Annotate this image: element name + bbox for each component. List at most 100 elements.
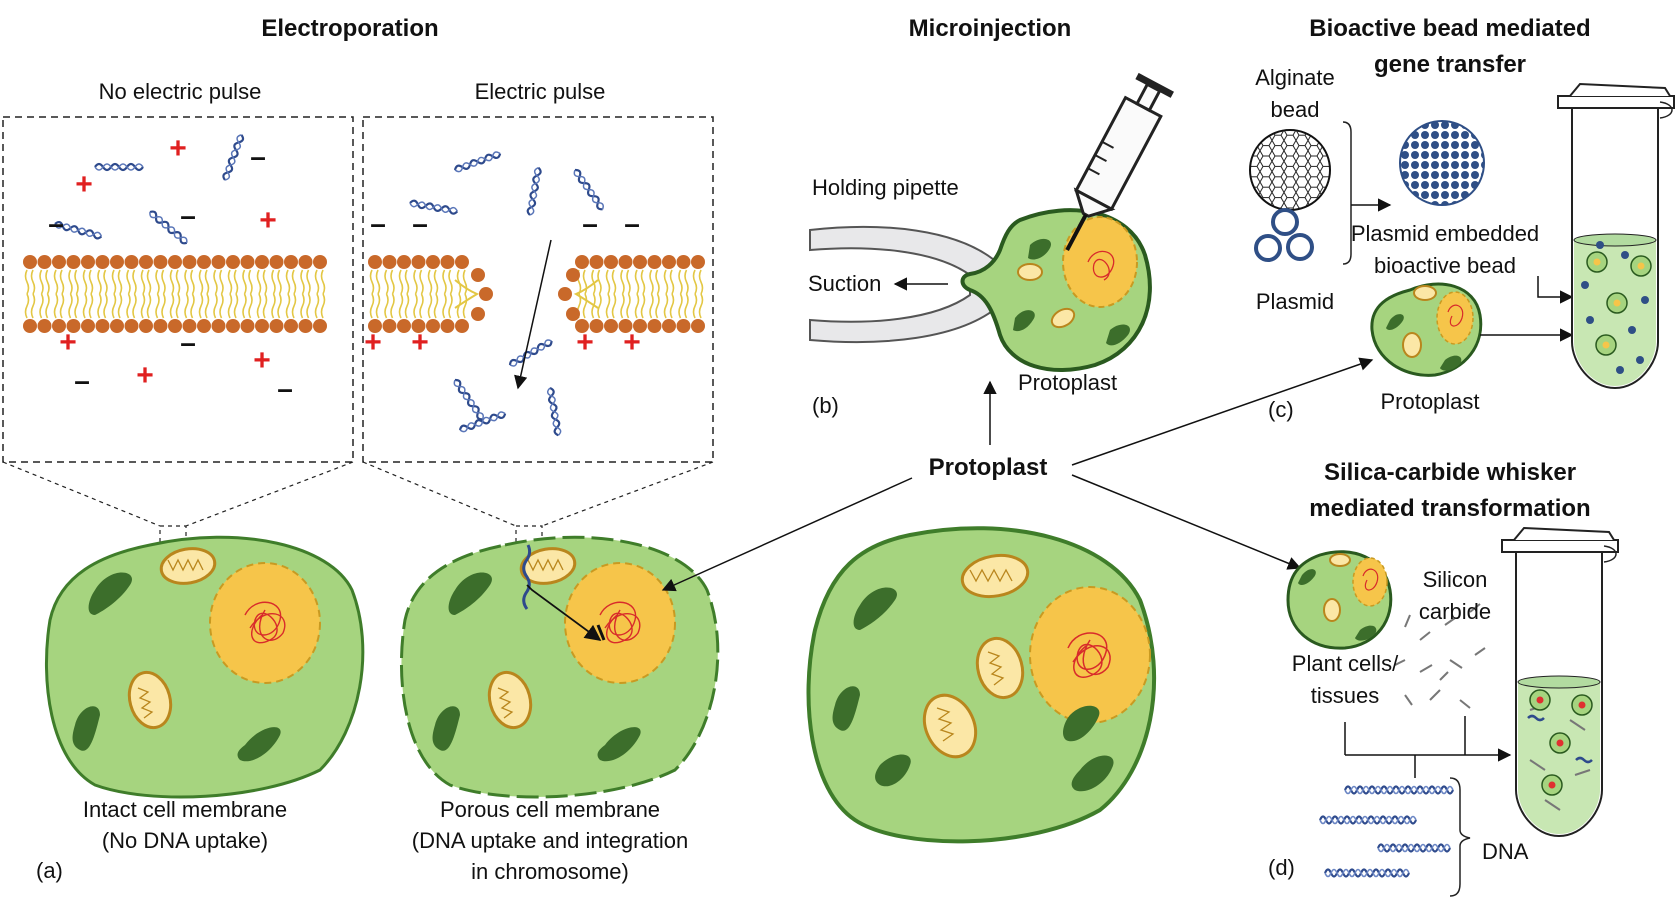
dna-fragment: [222, 134, 245, 181]
charge-signs: +–+––++––++–––––++++: [48, 132, 641, 404]
negative-charge: –: [624, 208, 640, 239]
alginate-label-1: Alginate: [1255, 65, 1335, 90]
test-tube-1: [1557, 82, 1675, 390]
whisker: [1419, 664, 1433, 673]
dna-fragment: [526, 166, 542, 216]
central-protoplast: [806, 526, 1157, 844]
dna-fragment: [508, 339, 553, 367]
negative-charge: –: [250, 141, 266, 172]
syringe-icon: [1065, 72, 1174, 251]
no-pulse-label: No electric pulse: [98, 79, 262, 104]
microinjection-protoplast-label: Protoplast: [1018, 370, 1118, 395]
dna-fragment: [573, 168, 604, 211]
center-protoplast-label: Protoplast: [928, 454, 1048, 481]
bead-bracket: [1342, 121, 1352, 265]
whisker-connectors: [1344, 716, 1512, 778]
pulse-box: [362, 116, 714, 463]
dna-helix: [1318, 815, 1418, 825]
chromatin: [244, 601, 286, 644]
positive-charge: +: [259, 204, 277, 237]
negative-charge: –: [370, 208, 386, 239]
positive-charge: +: [136, 359, 154, 392]
dna-fragments: [54, 134, 604, 437]
microinjection-title: Microinjection: [908, 15, 1072, 42]
intact-caption-1: Intact cell membrane: [82, 797, 288, 822]
mitochondrion: [487, 670, 533, 730]
whisker: [1404, 694, 1413, 706]
positive-charge: +: [411, 326, 429, 359]
test-tube-2: [1501, 526, 1619, 838]
embedded-label-1: Plasmid embedded: [1350, 221, 1540, 246]
panel-label-b: (b): [812, 393, 839, 418]
embedded-label-2: bioactive bead: [1374, 253, 1516, 278]
positive-charge: +: [169, 132, 187, 165]
bead-title-2: gene transfer: [1373, 51, 1527, 78]
porous-caption-2: (DNA uptake and integration: [411, 828, 689, 853]
dna-helix: [1376, 843, 1452, 853]
whisker: [1459, 699, 1471, 709]
silicon-label-1: Silicon: [1422, 567, 1488, 592]
dna-bracket: [1449, 777, 1471, 897]
dna-fragment: [149, 210, 188, 245]
whisker: [1429, 689, 1441, 701]
whisker: [1419, 631, 1431, 641]
dna-fragment: [409, 199, 459, 215]
suction-label: Suction: [808, 271, 882, 296]
dna-label: DNA: [1482, 839, 1529, 864]
positive-charge: +: [623, 326, 641, 359]
positive-charge: +: [576, 326, 594, 359]
mitochondrion: [519, 547, 577, 585]
whisker: [1439, 671, 1449, 681]
entering-dna: [522, 544, 532, 610]
dna-fragment: [453, 151, 502, 173]
negative-charge: –: [412, 208, 428, 239]
silicon-label-2: carbide: [1418, 599, 1492, 624]
porous-cell: [399, 535, 720, 799]
mitochondrion: [159, 547, 217, 585]
whisker-title-1: Silica-carbide whisker: [1323, 459, 1577, 486]
whisker: [1404, 614, 1411, 628]
chloroplast: [88, 572, 132, 615]
porous-caption-3: in chromosome): [471, 859, 629, 884]
plasmid-embedded-bead: [1399, 120, 1485, 206]
bead-to-tube-arrow: [1537, 276, 1574, 304]
dna-helix: [1323, 868, 1411, 878]
central-arrows: [661, 357, 1374, 592]
panel-label-a: (a): [36, 858, 63, 883]
whisker-protoplast: [1286, 550, 1393, 650]
intact-cell: [44, 535, 365, 799]
plasmid-label: Plasmid: [1255, 289, 1335, 314]
whisker: [1444, 617, 1456, 626]
plant-cells-label-1: Plant cells/: [1291, 651, 1399, 676]
no-pulse-box: [2, 116, 354, 463]
bead-protoplast: [1370, 282, 1483, 377]
chloroplast: [72, 706, 100, 751]
whisker: [1449, 659, 1463, 669]
porous-caption-1: Porous cell membrane: [439, 797, 661, 822]
whisker: [1474, 647, 1486, 656]
intact-caption-2: (No DNA uptake): [101, 828, 269, 853]
panel-label-d: (d): [1268, 855, 1295, 880]
dna-fragment: [453, 378, 484, 421]
silicon-carbide-whiskers: [1394, 603, 1486, 709]
alginate-bead: [1249, 129, 1331, 211]
whisker: [1469, 603, 1481, 613]
whisker-title-2: mediated transformation: [1309, 495, 1591, 522]
intact-lipid-bilayer: [23, 255, 327, 333]
negative-charge: –: [582, 208, 598, 239]
holding-pipette-label: Holding pipette: [812, 175, 959, 200]
bead-title-1: Bioactive bead mediated: [1309, 15, 1591, 42]
negative-charge: –: [180, 327, 196, 358]
mitochondrion: [127, 670, 173, 730]
dna-helices: [1318, 785, 1455, 878]
electroporation-title: Electroporation: [261, 15, 439, 42]
dna-entry-arrow: [514, 239, 552, 390]
negative-charge: –: [277, 373, 293, 404]
dna-fragment: [546, 386, 562, 437]
panel-label-c: (c): [1268, 397, 1294, 422]
dna-helix: [1343, 785, 1455, 795]
negative-charge: –: [74, 365, 90, 396]
whisker: [1394, 659, 1406, 666]
plant-cells-label-2: tissues: [1310, 683, 1380, 708]
